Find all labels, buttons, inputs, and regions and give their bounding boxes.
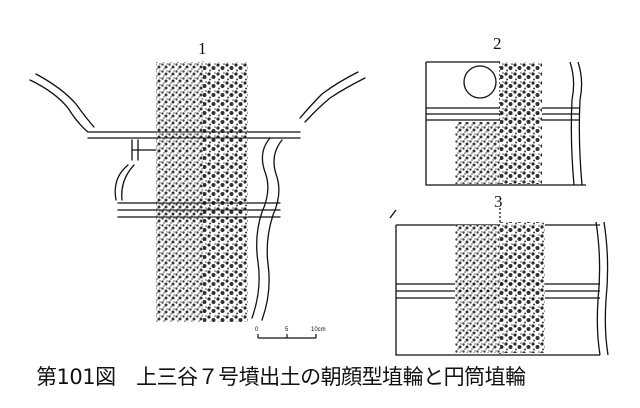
scale-tick-10cm: 10cm [311, 327, 326, 333]
scale-tick-0: 0 [255, 327, 259, 333]
vessel-1-label: 1 [198, 39, 207, 58]
vessel-2-label: 2 [493, 34, 502, 53]
vessel-2-texture-left [455, 122, 500, 184]
vessel-1-texture-right [203, 62, 248, 322]
vessel-3-label: 3 [494, 192, 503, 211]
vessel-3-texture-left [455, 225, 500, 353]
scale-bar [257, 334, 317, 339]
vessel-2-texture-right [500, 62, 542, 184]
scale-tick-5: 5 [285, 327, 289, 333]
figure-caption: 第101図 上三谷７号墳出土の朝顔型埴輪と円筒埴輪 [36, 365, 526, 389]
vessel-1-texture-left [156, 62, 203, 322]
vessel-3-texture-right [500, 222, 545, 353]
